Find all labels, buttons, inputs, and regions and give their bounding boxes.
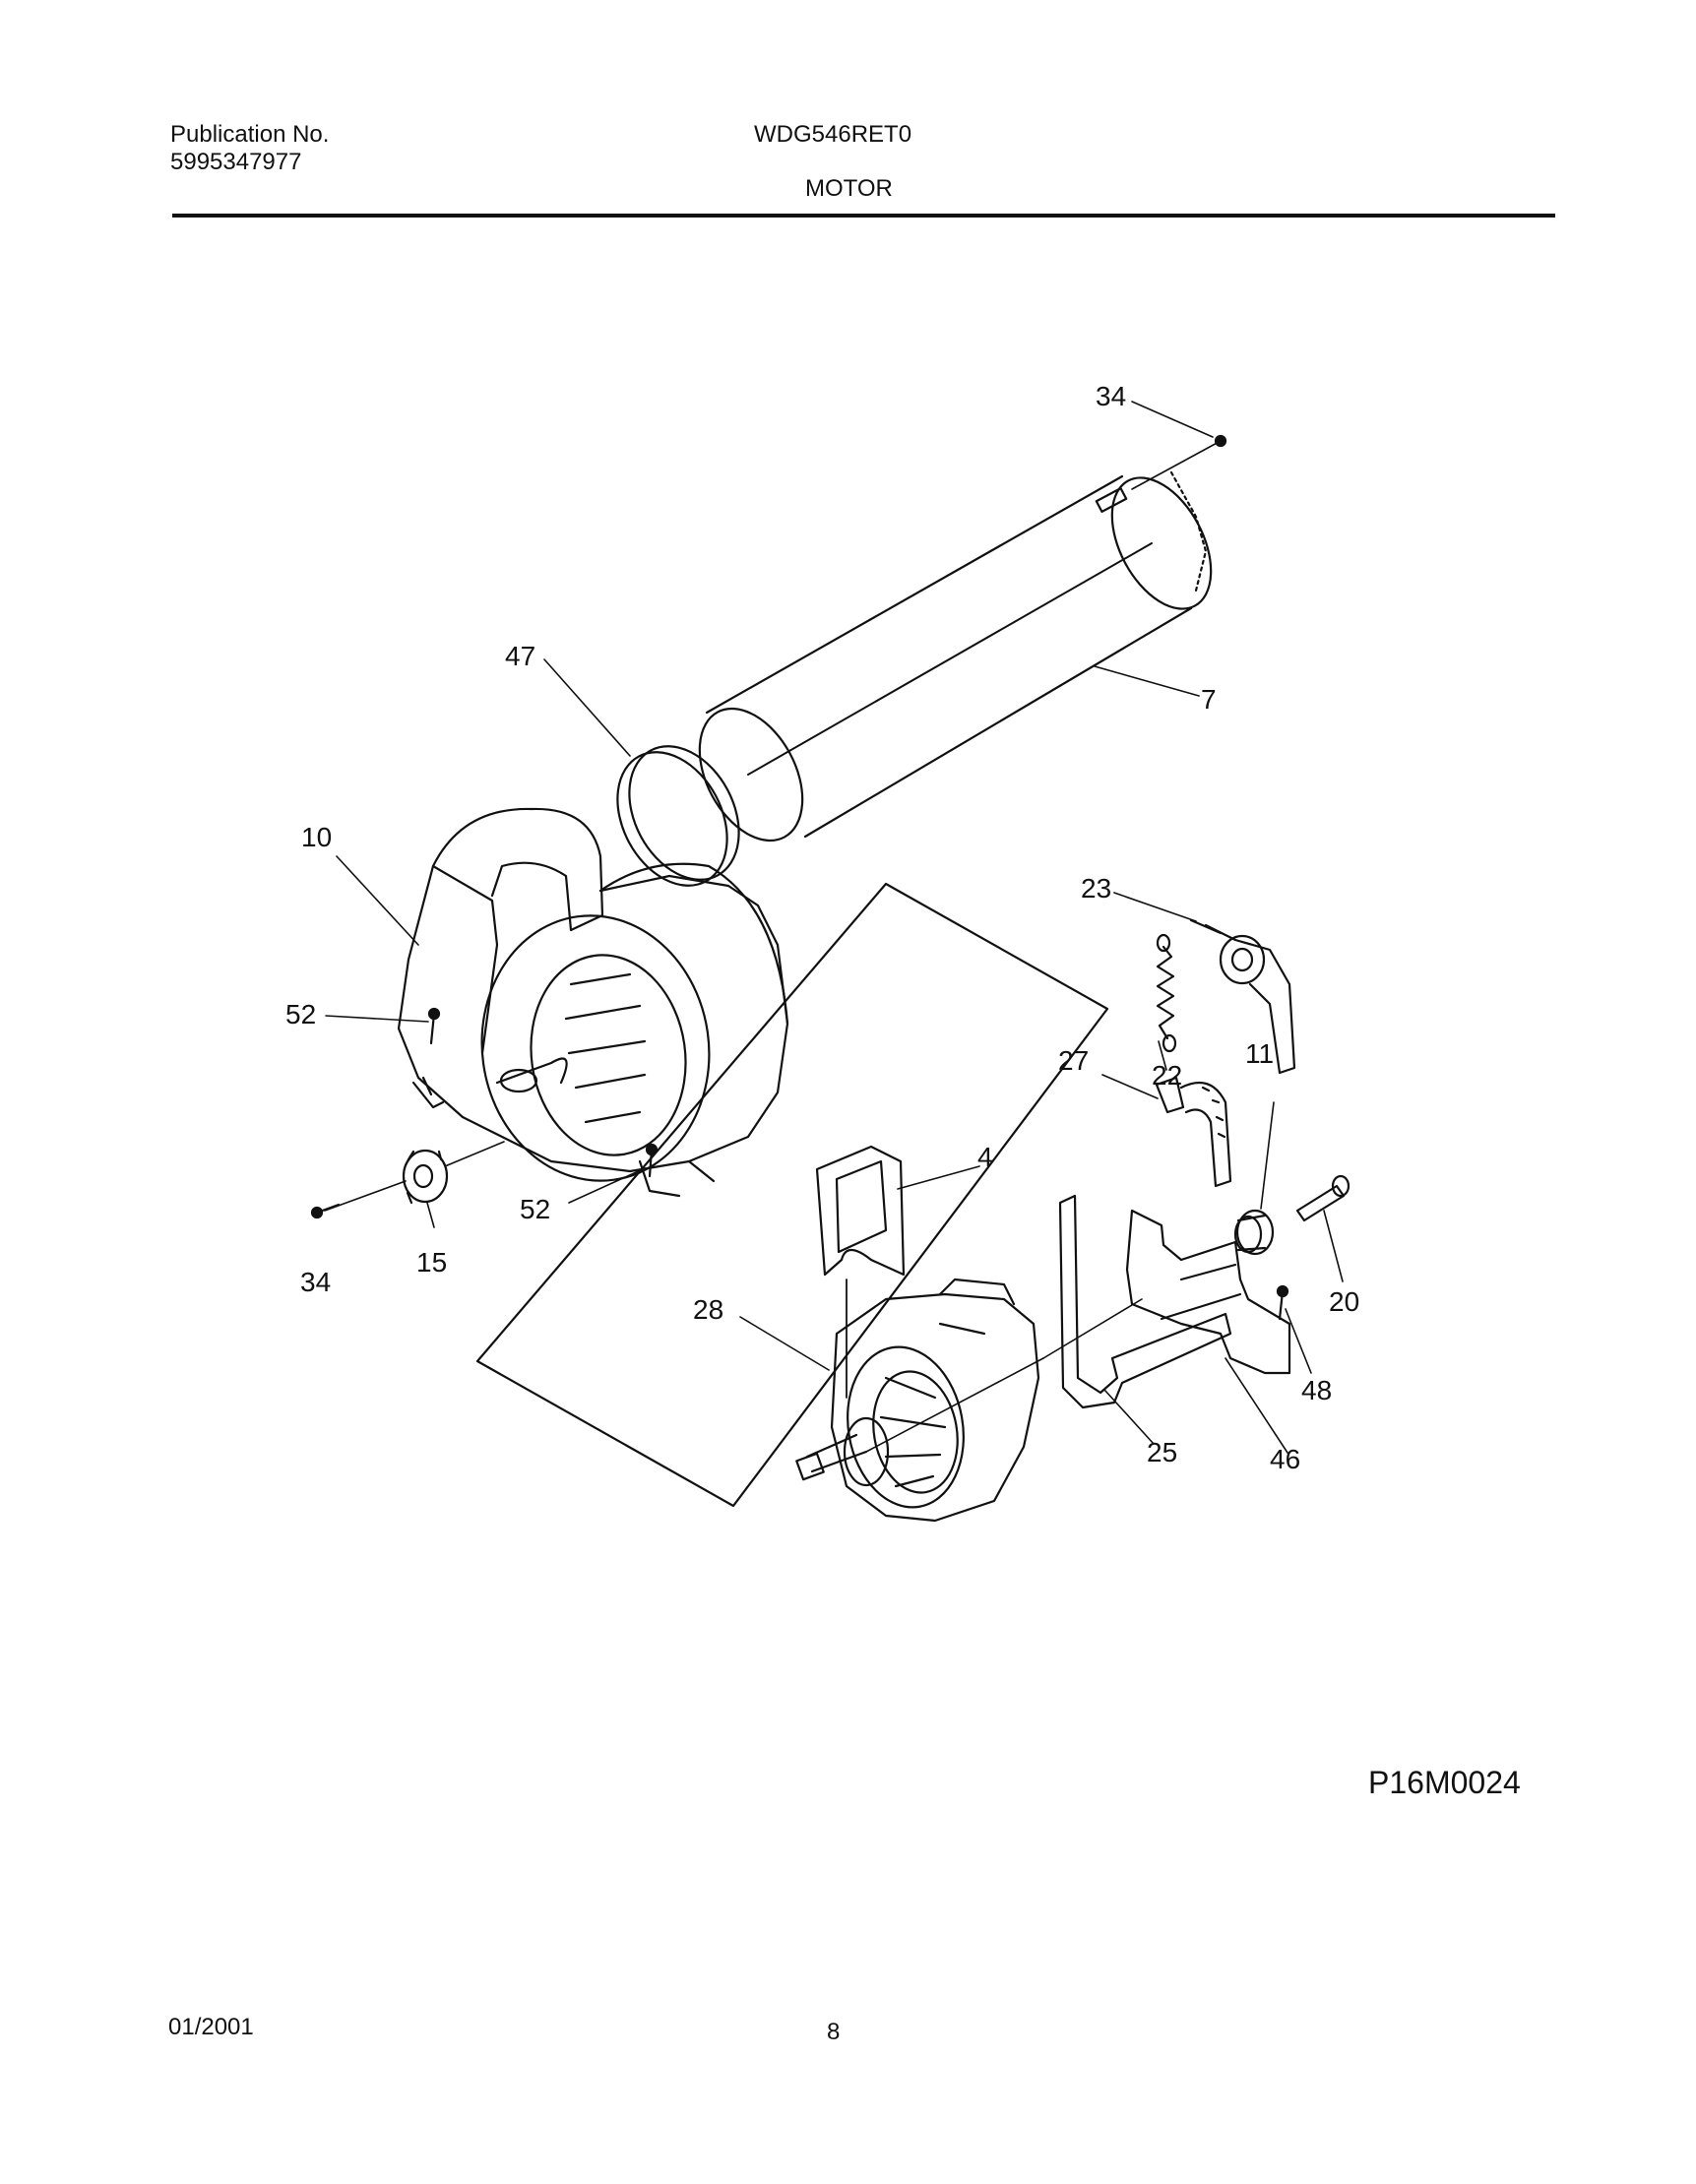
callout-22: 22: [1152, 1060, 1182, 1091]
callout-15: 15: [416, 1247, 447, 1278]
callout-7: 7: [1201, 684, 1217, 715]
tension-spring: [1156, 933, 1177, 1053]
tab-strap: [1058, 1194, 1232, 1409]
leader-lines: [325, 401, 1344, 1454]
callout-28: 28: [693, 1294, 723, 1325]
callout-25: 25: [1147, 1437, 1177, 1467]
section-title: MOTOR: [805, 175, 893, 202]
callout-27: 27: [1058, 1045, 1089, 1076]
idler-bracket: [1189, 918, 1296, 1075]
callout-10: 10: [301, 822, 332, 852]
idler-arm: [1155, 1076, 1232, 1188]
screw-48: [1276, 1284, 1289, 1321]
footer-date: 01/2001: [168, 2014, 254, 2040]
ring-mount: [324, 1141, 505, 1212]
motor-bracket: [815, 1145, 906, 1399]
screw-34-left: [310, 1203, 341, 1219]
idler-pulley: [1233, 1209, 1275, 1256]
base-plate-outline: [475, 882, 1109, 1508]
header-divider: [172, 214, 1555, 218]
screw-34-top: [1131, 434, 1227, 490]
callout-34-left: 34: [300, 1267, 331, 1297]
illustration-code: P16M0024: [1368, 1765, 1521, 1800]
duct-tube: [698, 470, 1213, 842]
callout-46: 46: [1270, 1444, 1300, 1474]
blower-housing: [397, 807, 789, 1198]
model-number: WDG546RET0: [754, 121, 912, 148]
callout-34-top: 34: [1096, 381, 1126, 411]
page-number: 8: [827, 2019, 841, 2045]
publication-label: Publication No.: [170, 121, 330, 148]
publication-number: 5995347977: [170, 149, 302, 175]
callout-4: 4: [977, 1142, 993, 1172]
drive-motor: [795, 1278, 1143, 1523]
callout-48: 48: [1301, 1375, 1332, 1405]
callout-23: 23: [1081, 873, 1111, 904]
callout-11: 11: [1245, 1038, 1274, 1069]
callout-52-bottom: 52: [520, 1194, 550, 1224]
callout-47: 47: [505, 641, 535, 671]
callout-20: 20: [1329, 1286, 1359, 1317]
shoulder-bolt: [1295, 1174, 1351, 1222]
motor-mount-bracket: [1125, 1209, 1291, 1375]
callout-52-left: 52: [285, 999, 316, 1030]
clip-52: [427, 1007, 659, 1178]
